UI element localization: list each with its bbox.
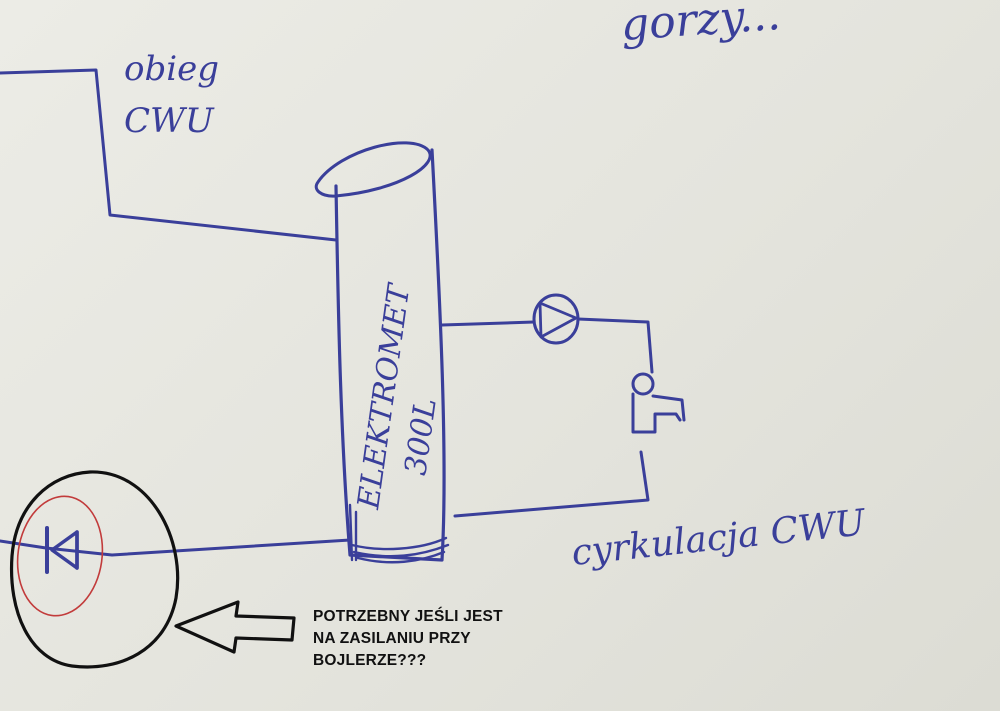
- tank-label-line2: 300L: [398, 396, 443, 477]
- highlight-circle-red: [16, 495, 104, 617]
- tap-icon: [631, 372, 686, 434]
- pipe-supply-bottom: [0, 538, 352, 557]
- pump-icon: [532, 293, 580, 345]
- check-valve-icon: [45, 526, 79, 574]
- arrow-left-icon: [174, 600, 296, 654]
- pipe-circulation-return: [453, 450, 650, 518]
- pipe-pump-to-tap: [576, 317, 654, 374]
- tank-label-line1: ELEKTROMET: [351, 281, 418, 513]
- tank-bottom-scribble: [348, 503, 450, 564]
- pipe-outlet-to-pump: [440, 320, 536, 327]
- highlight-circle-black: [9, 470, 180, 669]
- label-obieg-line2: CWU: [124, 101, 215, 141]
- tank-body: [334, 148, 446, 562]
- note-question: POTRZEBNY JEŚLI JEST NA ZASILANIU PRZY B…: [313, 608, 503, 669]
- pipe-supply-top: [0, 68, 338, 242]
- label-obieg-cwu: obieg CWU: [124, 49, 230, 141]
- corner-handwriting: gorzy...: [619, 0, 782, 51]
- label-circulation: cyrkulacja CWU: [570, 502, 869, 574]
- label-obieg-line1: obieg: [124, 49, 219, 89]
- tank-top: [314, 141, 432, 198]
